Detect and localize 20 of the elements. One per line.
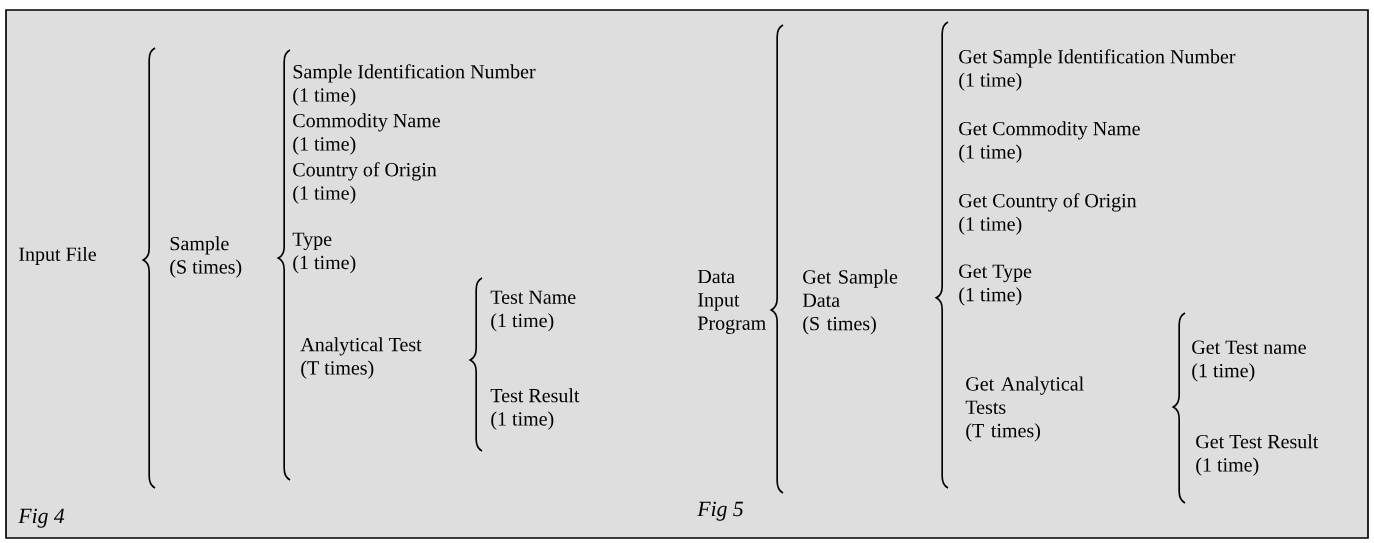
item-text: Get Analytical Tests (T times) (965, 376, 1084, 442)
item-text: Test Result (1 time) (490, 388, 580, 430)
item-text: Country of Origin (1 time) (293, 162, 437, 204)
item-text: Get Test Result (1 time) (1196, 434, 1319, 476)
item-text: Get Sample Identification Number (1 time) (959, 49, 1236, 91)
item-text: Get Commodity Name (1 time) (959, 121, 1140, 163)
figure-label: Fig 5 (697, 501, 744, 521)
item-text: Type (1 time) (292, 232, 356, 274)
item-text: Input File (19, 246, 96, 266)
item-text: Commodity Name (1 time) (293, 113, 440, 155)
item-text: Data Input Program (697, 269, 766, 334)
item-text: Get Sample Data (S times) (802, 269, 898, 335)
item-text: Get Country of Origin (1 time) (959, 193, 1137, 235)
figure-label: Fig 4 (18, 508, 65, 528)
item-text: Analytical Test (T times) (300, 337, 422, 379)
item-text: Sample Identification Number (1 time) (293, 64, 536, 106)
item-text: Get Type (1 time) (959, 264, 1032, 306)
item-text: Test Name (1 time) (490, 290, 576, 332)
item-text: Sample (S times) (170, 236, 242, 278)
item-text: Get Test name (1 time) (1192, 340, 1306, 382)
